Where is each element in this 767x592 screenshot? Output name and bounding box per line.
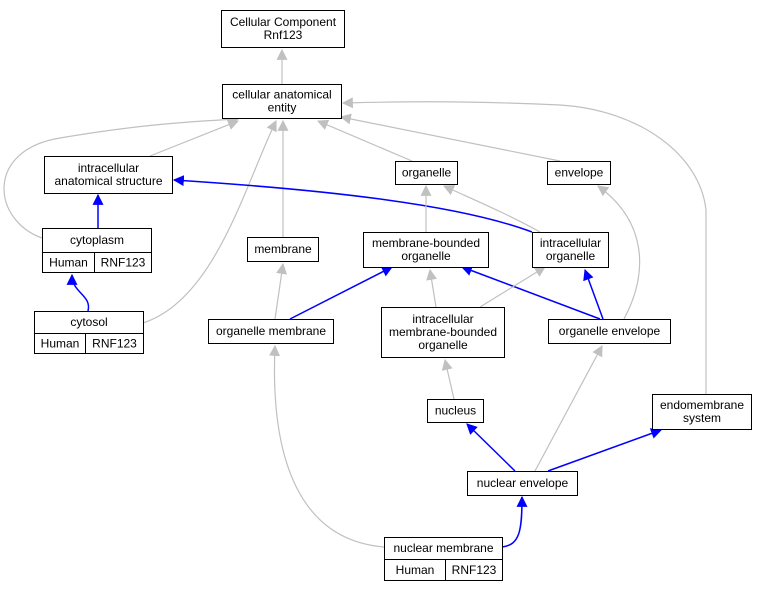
edge-is-a-intracellular-membrane-bounded-organelle-to-membrane-bounded-organelle: [426, 268, 438, 308]
node-label-line: membrane-bounded: [372, 236, 480, 250]
node-label-line: endomembrane: [660, 398, 744, 412]
edge-part-of-organelle-membrane-to-membrane-bounded-organelle: [289, 266, 393, 320]
node-membrane[interactable]: membrane: [247, 237, 319, 262]
edge-part-of-organelle-envelope-to-intracellular-organelle: [583, 268, 604, 320]
node-box: [548, 319, 671, 344]
node-box: [381, 307, 505, 358]
node-label-line: anatomical structure: [54, 174, 162, 188]
edge-part-of-nuclear-membrane-to-nuclear-envelope: [501, 495, 528, 548]
node-box: [44, 156, 173, 194]
node-box: [363, 232, 489, 268]
node-label-line: organelle envelope: [559, 324, 661, 338]
annotation-species: Human: [41, 337, 80, 351]
annotation-box: [42, 252, 152, 273]
edge-is-a-organelle-to-cellular-anatomical-entity: [316, 119, 413, 162]
edge-is-a-nuclear-envelope-to-organelle-envelope: [534, 345, 603, 472]
node-label-line: cytosol: [70, 315, 107, 329]
annotation-row: Human RNF123: [34, 333, 144, 354]
node-label-line: Rnf123: [264, 28, 303, 42]
annotation-gene: RNF123: [452, 563, 497, 577]
node-box: [42, 228, 152, 253]
node-label-line: organelle: [418, 338, 468, 352]
edge-is-a-nucleus-to-intracellular-membrane-bounded-organelle: [441, 358, 455, 400]
annotation-row: Human RNF123: [42, 252, 152, 273]
node-label-line: organelle: [546, 249, 596, 263]
node-label-line: nucleus: [435, 404, 476, 418]
edge-is-a-intracellular-membrane-bounded-organelle-to-intracellular-organelle: [479, 266, 546, 308]
node-nuclear-envelope[interactable]: nuclear envelope: [467, 471, 578, 496]
edge-part-of-organelle-envelope-to-membrane-bounded-organelle: [460, 265, 601, 320]
annotation-row: Human RNF123: [384, 559, 503, 581]
node-label-line: cellular anatomical: [232, 88, 331, 102]
node-label-line: intracellular: [412, 312, 473, 326]
node-label-line: nuclear envelope: [477, 476, 569, 490]
edge-is-a-cytosol-to-cellular-anatomical-entity: [142, 120, 277, 324]
node-organelle[interactable]: organelle: [395, 161, 458, 185]
annotation-box: [34, 333, 144, 354]
edges-layer: [3, 48, 707, 548]
edge-is-a-cytoplasm-to-cellular-anatomical-entity: [3, 114, 240, 239]
node-label-line: Cellular Component: [230, 15, 337, 29]
node-label-line: nuclear membrane: [393, 541, 493, 555]
edge-is-a-intracellular-organelle-to-organelle: [443, 185, 541, 233]
node-label-line: membrane: [254, 242, 312, 256]
annotation-gene: RNF123: [101, 256, 146, 270]
node-box: [247, 237, 319, 262]
node-label-line: organelle membrane: [216, 324, 326, 338]
node-box: [208, 319, 334, 344]
node-nucleus[interactable]: nucleus: [427, 399, 484, 423]
node-organelle-membrane[interactable]: organelle membrane: [208, 319, 334, 344]
annotation-species: Human: [49, 256, 88, 270]
node-label-line: organelle: [401, 249, 451, 263]
node-box: [547, 161, 611, 185]
annotation-species: Human: [396, 563, 435, 577]
node-box: [395, 161, 458, 185]
node-box: [467, 471, 578, 496]
edge-is-a-endomembrane-system-to-cellular-anatomical-entity: [341, 97, 707, 394]
annotation-box: [384, 559, 503, 581]
node-label-line: system: [683, 411, 721, 425]
node-label-line: membrane-bounded: [389, 325, 497, 339]
node-label-line: intracellular: [540, 236, 601, 250]
node-box: [221, 10, 345, 48]
edge-is-a-intracellular-anatomical-structure-to-cellular-anatomical-entity: [149, 119, 240, 157]
edge-part-of-cytosol-to-cytoplasm: [66, 273, 90, 312]
node-box: [652, 394, 752, 430]
edge-is-a-nuclear-membrane-to-organelle-membrane: [269, 344, 385, 548]
node-label-line: envelope: [555, 166, 604, 180]
node-envelope[interactable]: envelope: [547, 161, 611, 185]
edge-part-of-intracellular-organelle-to-intracellular-anatomical-structure: [172, 175, 533, 233]
edge-part-of-nuclear-envelope-to-endomembrane-system: [547, 428, 663, 472]
node-box: [427, 399, 484, 423]
edge-is-a-organelle-membrane-to-membrane: [274, 262, 288, 320]
edge-is-a-organelle-envelope-to-envelope: [597, 185, 641, 320]
edge-is-a-envelope-to-cellular-anatomical-entity: [339, 113, 561, 162]
annotation-gene: RNF123: [92, 337, 137, 351]
edge-part-of-nuclear-envelope-to-nucleus: [466, 423, 516, 472]
node-label-line: cytoplasm: [70, 233, 124, 247]
node-label-line: intracellular: [78, 161, 139, 175]
node-label-line: entity: [268, 101, 297, 115]
node-box: [532, 232, 609, 268]
node-box: [222, 84, 342, 119]
node-label-line: organelle: [402, 166, 452, 180]
node-organelle-envelope[interactable]: organelle envelope: [548, 319, 671, 344]
